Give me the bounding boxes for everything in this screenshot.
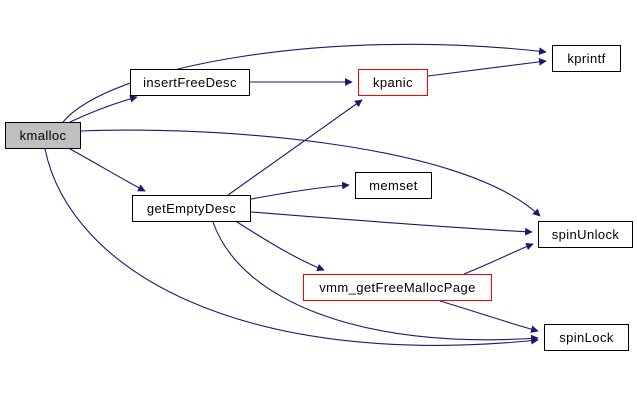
node-spinUnlock-label: spinUnlock: [551, 227, 620, 242]
node-spinUnlock[interactable]: spinUnlock: [538, 221, 633, 248]
node-kpanic-label: kpanic: [373, 75, 413, 90]
node-getEmptyDesc-label: getEmptyDesc: [146, 201, 237, 216]
edge-kmalloc-spinUnlock: [80, 129, 541, 217]
node-kpanic[interactable]: kpanic: [358, 69, 428, 96]
node-kprintf[interactable]: kprintf: [552, 45, 621, 72]
node-spinLock[interactable]: spinLock: [544, 324, 629, 351]
edge-kmalloc-kprintf: [62, 43, 547, 123]
edge-getEmptyDesc-vmm: [236, 221, 325, 272]
node-memset[interactable]: memset: [355, 172, 432, 199]
edge-getEmptyDesc-memset: [250, 181, 350, 200]
edge-kpanic-kprintf: [427, 58, 547, 77]
edge-getEmptyDesc-spinUnlock: [250, 211, 533, 236]
node-insertFreeDesc[interactable]: insertFreeDesc: [130, 69, 250, 96]
node-vmm-getFreeMallocPage[interactable]: vmm_getFreeMallocPage: [303, 274, 492, 301]
edge-kmalloc-spinLock: [44, 148, 539, 346]
node-kmalloc-label: kmalloc: [19, 128, 67, 143]
edge-vmm-spinUnlock: [463, 242, 534, 275]
node-getEmptyDesc[interactable]: getEmptyDesc: [132, 195, 251, 222]
node-spinLock-label: spinLock: [559, 330, 614, 345]
node-vmm-getFreeMallocPage-label: vmm_getFreeMallocPage: [319, 280, 476, 295]
edge-getEmptyDesc-spinLock: [212, 221, 539, 343]
node-kprintf-label: kprintf: [567, 51, 606, 66]
node-kmalloc[interactable]: kmalloc: [5, 122, 81, 149]
node-memset-label: memset: [369, 178, 418, 193]
edge-kmalloc-insertFreeDesc: [69, 95, 138, 123]
edge-vmm-spinLock: [439, 300, 539, 333]
edge-kmalloc-getEmptyDesc: [69, 148, 146, 192]
node-insertFreeDesc-label: insertFreeDesc: [143, 75, 237, 90]
edge-getEmptyDesc-kpanic: [227, 99, 363, 196]
